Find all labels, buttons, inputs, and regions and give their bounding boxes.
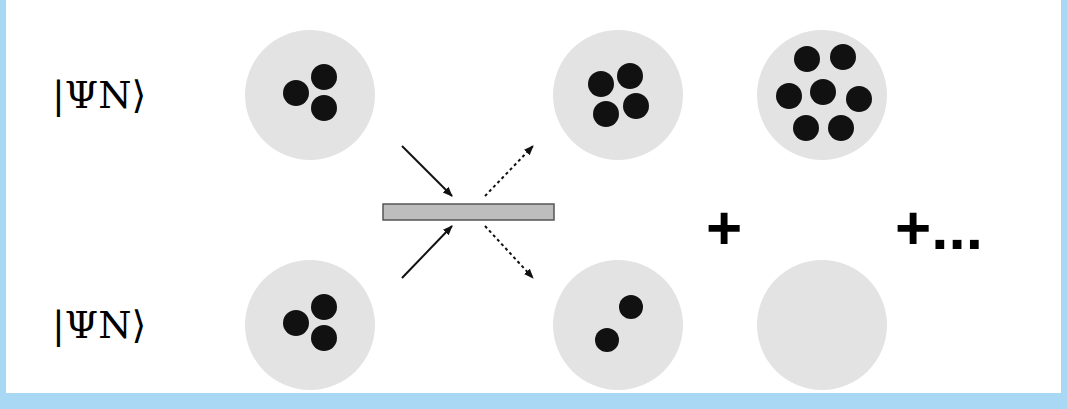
state-label: |ΨN⟩ xyxy=(52,306,146,344)
particles xyxy=(283,44,872,352)
input-beams xyxy=(402,146,452,278)
mode-circles xyxy=(245,30,887,390)
plus-sign: + xyxy=(706,197,742,259)
state-label: |ΨN⟩ xyxy=(52,76,146,114)
beam-splitter xyxy=(383,204,554,220)
plus-ellipsis: +... xyxy=(895,197,983,259)
panel xyxy=(6,0,1061,393)
output-beams xyxy=(485,146,533,278)
